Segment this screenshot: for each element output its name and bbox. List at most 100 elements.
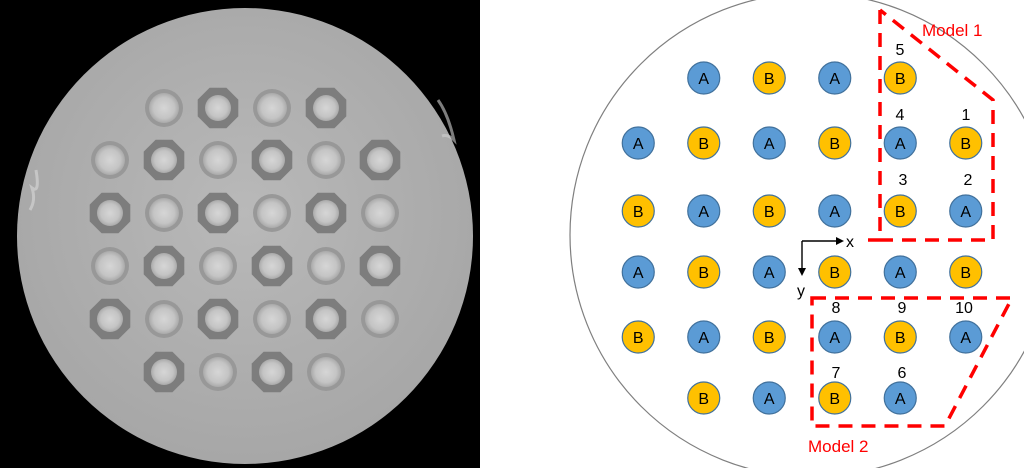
well-number-label: 5 [896, 42, 905, 59]
well-type-a: A [752, 255, 786, 289]
well-letter: B [633, 330, 644, 347]
photo-well [89, 298, 131, 340]
model-1-label: Model 1 [922, 21, 982, 40]
well-letter: B [698, 136, 709, 153]
well-letter: B [698, 391, 709, 408]
photo-well [197, 298, 239, 340]
well-center [311, 145, 341, 175]
well-type-a: A [818, 61, 852, 95]
well-center [311, 357, 341, 387]
photo-well [251, 245, 293, 287]
photo-well [251, 139, 293, 181]
well-circle [949, 320, 983, 354]
well-circle [752, 194, 786, 228]
well-type-a: A [687, 320, 721, 354]
well-circle [687, 320, 721, 354]
photo-well [307, 141, 345, 179]
well-center [95, 251, 125, 281]
well-number-label: 8 [832, 300, 841, 317]
well-type-a: A [883, 381, 917, 415]
well-circle [752, 61, 786, 95]
well-type-b: B [949, 255, 983, 289]
well-circle [687, 255, 721, 289]
well-circle [752, 126, 786, 160]
well-circle [621, 126, 655, 160]
photo-well [305, 298, 347, 340]
well-circle [883, 194, 917, 228]
well-letter: B [829, 265, 840, 282]
schematic-outline [569, 0, 1024, 473]
well-letter: A [633, 136, 644, 153]
well-center [203, 145, 233, 175]
well-circle [752, 381, 786, 415]
well-center [97, 306, 123, 332]
photo-wells [89, 87, 401, 393]
well-type-b: B [883, 320, 917, 354]
well-letter: B [829, 136, 840, 153]
well-letter: A [698, 71, 709, 88]
photo-well [359, 139, 401, 181]
well-letter: B [895, 71, 906, 88]
well-circle [949, 255, 983, 289]
well-center [149, 93, 179, 123]
well-type-b: B [752, 61, 786, 95]
well-circle [687, 194, 721, 228]
well-center [313, 95, 339, 121]
well-circle [883, 61, 917, 95]
well-letter: B [895, 330, 906, 347]
well-circle [818, 194, 852, 228]
photo-well [197, 87, 239, 129]
well-center [203, 357, 233, 387]
well-number-label: 2 [964, 172, 973, 189]
well-circle [621, 255, 655, 289]
photo-well [307, 353, 345, 391]
photo-well [145, 89, 183, 127]
photo-well [89, 192, 131, 234]
well-letter: A [895, 265, 906, 282]
well-circle [818, 61, 852, 95]
coordinate-axes: x y [797, 234, 854, 300]
well-center [367, 253, 393, 279]
well-circle [883, 381, 917, 415]
well-center [149, 304, 179, 334]
y-axis-label: y [797, 283, 805, 300]
well-type-b: B [752, 194, 786, 228]
well-center [151, 147, 177, 173]
well-circle [818, 320, 852, 354]
photo-well [361, 300, 399, 338]
well-type-b: B [687, 126, 721, 160]
photo-well [91, 141, 129, 179]
well-circle [883, 126, 917, 160]
well-center [203, 251, 233, 281]
photo-well [143, 351, 185, 393]
photo-well [91, 247, 129, 285]
well-circle [621, 194, 655, 228]
photo-panel [0, 0, 480, 468]
well-type-a: A [883, 126, 917, 160]
well-letter: A [895, 391, 906, 408]
well-circle [621, 320, 655, 354]
well-type-a: A [752, 381, 786, 415]
well-circle [818, 381, 852, 415]
well-circle [687, 381, 721, 415]
well-letter: A [698, 330, 709, 347]
well-letter: B [698, 265, 709, 282]
well-circle [883, 255, 917, 289]
well-letter: A [633, 265, 644, 282]
well-center [97, 200, 123, 226]
photo-well [197, 192, 239, 234]
well-type-b: B [621, 320, 655, 354]
well-type-b: B [883, 61, 917, 95]
photo-well [199, 353, 237, 391]
photo-well [145, 194, 183, 232]
well-letter: B [895, 204, 906, 221]
well-number-label: 10 [955, 300, 973, 317]
well-center [151, 359, 177, 385]
photo-well [143, 139, 185, 181]
model-2-label: Model 2 [808, 437, 868, 456]
well-circle [687, 126, 721, 160]
well-letter: A [895, 136, 906, 153]
well-circle [752, 320, 786, 354]
well-center [365, 304, 395, 334]
